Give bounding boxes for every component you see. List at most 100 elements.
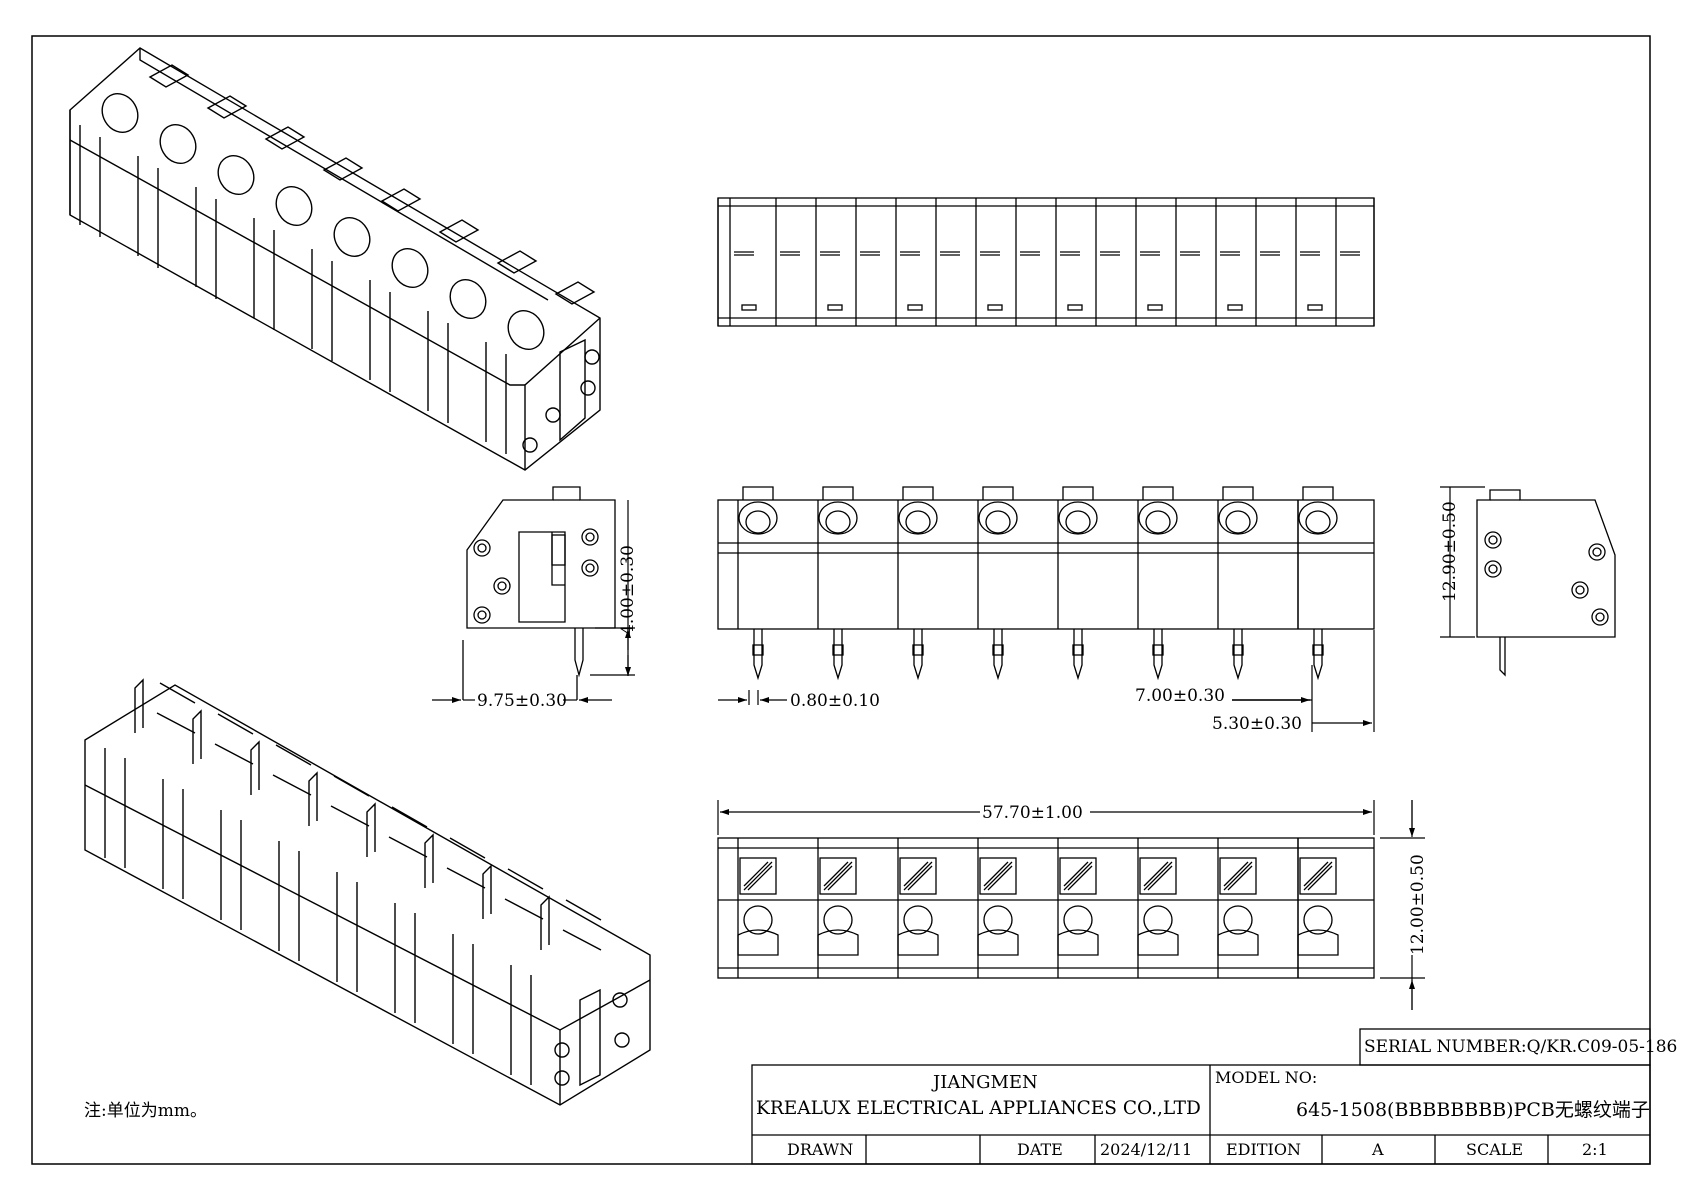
bottom-view-cavity [1057,929,1099,956]
bottom-view-release-slot [1059,857,1097,895]
iso-top-lever [148,64,190,88]
front-view-wire-entry [978,501,1018,535]
edition-label: EDITION [1226,1140,1301,1159]
front-view-wire-entry [898,501,938,535]
iso-bottom-slot [156,682,196,734]
top-view-slot [860,251,880,256]
iso-bottom-pin [134,678,144,733]
top-view-slot [820,251,840,256]
front-view-wire-entry-inner [905,510,931,534]
units-note: 注:单位为mm。 [84,1101,207,1121]
iso-top-wire-entry [507,310,545,350]
top-view-slot [734,251,754,256]
front-view-pin-collar [832,644,844,656]
front-view-pin [1233,629,1243,681]
bottom-view-release-slot [1219,857,1257,895]
front-view-wire-entry-inner [1145,510,1171,534]
top-view-slot [1140,251,1160,256]
top-view-slot [1340,251,1360,256]
isometric-view-bottom [84,678,651,1106]
iso-top-lever [496,250,538,274]
front-view-pin [833,629,843,681]
dim-pin-width: 0.80±0.10 [790,691,880,711]
dim-depth: 12.00±0.50 [1408,854,1428,955]
bottom-view-hatch [983,861,1013,891]
iso-bottom-slot [504,868,544,920]
front-view [717,486,1375,681]
front-view-wire-entry-inner [985,510,1011,534]
front-view-wire-entry-inner [745,510,771,534]
bottom-view-cavity [1297,929,1339,956]
iso-top-wire-entry [391,248,429,288]
bottom-view-release-slot [1139,857,1177,895]
front-view-pin [1313,629,1323,681]
top-view-slot [1300,251,1320,256]
isometric-view-top [69,47,601,471]
top-view-contact [741,304,757,311]
front-view-lever [1142,486,1174,500]
bottom-view-release-slot [819,857,857,895]
front-view-wire-entry [1298,501,1338,535]
front-view-wire-entry-inner [1065,510,1091,534]
bottom-view-hatch [823,861,853,891]
front-view-wire-entry-inner [1225,510,1251,534]
top-view-slot [1180,251,1200,256]
bottom-view-release-slot [739,857,777,895]
front-view-wire-entry-inner [825,510,851,534]
bottom-view-wire-entry [983,905,1013,935]
front-view-pin [753,629,763,681]
bottom-view-wire-entry [1063,905,1093,935]
bottom-view-hatch [1063,861,1093,891]
front-view-pin-collar [1232,644,1244,656]
bottom-view-wire-entry [903,905,933,935]
bottom-view-hatch [743,861,773,891]
front-view-lever [1062,486,1094,500]
bottom-view-cavity [817,929,859,956]
dim-side-width: 9.75±0.30 [477,691,567,711]
top-view-slot [1100,251,1120,256]
dimension-lines [432,487,1451,1010]
front-view-pin-collar [1152,644,1164,656]
left-side-view [462,486,635,700]
top-view-contact [1147,304,1163,311]
iso-bottom-slot [330,775,370,827]
front-view-pin [1153,629,1163,681]
iso-bottom-pin [250,740,260,795]
dim-height: 12.90±0.50 [1440,501,1460,602]
top-view-slot [1260,251,1280,256]
iso-bottom-pin [540,895,550,950]
dim-pitch: 7.00±0.30 [1135,686,1225,706]
front-view-pin-collar [1072,644,1084,656]
front-view-lever [1302,486,1334,500]
top-view-contact [1227,304,1243,311]
scale-value: 2:1 [1582,1140,1608,1159]
date-value: 2024/12/11 [1100,1140,1193,1159]
front-view-pin-collar [992,644,1004,656]
bottom-view-release-slot [1299,857,1337,895]
iso-top-wire-entry [275,186,313,226]
front-view-wire-entry [1218,501,1258,535]
serial-number: SERIAL NUMBER:Q/KR.C09-05-186 [1364,1037,1678,1057]
top-view-contact [1067,304,1083,311]
iso-top-lever [206,95,248,119]
model-value: 645-1508(BBBBBBBB)PCB无螺纹端子 [1296,1099,1650,1121]
top-view-contact [907,304,923,311]
iso-bottom-pin [424,833,434,888]
iso-top-wire-entry [449,279,487,319]
iso-bottom-slot [388,806,428,858]
front-view-lever [822,486,854,500]
front-view-wire-entry-inner [1305,510,1331,534]
bottom-view-hatch [1223,861,1253,891]
date-label: DATE [1017,1140,1063,1159]
iso-top-wire-entry [217,155,255,195]
top-view-slot [940,251,960,256]
bottom-view-wire-entry [743,905,773,935]
iso-bottom-slot [562,899,602,951]
top-view-slot [780,251,800,256]
company-line-1: JIANGMEN [933,1072,1038,1093]
iso-top-lever [264,126,306,150]
bottom-view-wire-entry [1303,905,1333,935]
bottom-view-hatch [903,861,933,891]
front-view-pin-collar [1312,644,1324,656]
